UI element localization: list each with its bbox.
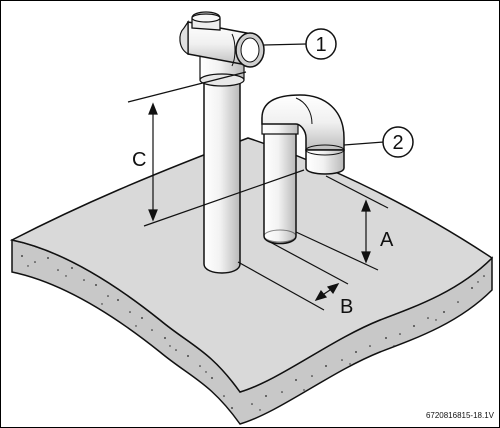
callout-1-label: 1 bbox=[315, 34, 326, 56]
callout-1-leader bbox=[263, 43, 307, 46]
floor-slab bbox=[9, 137, 494, 425]
dimension-b bbox=[237, 241, 349, 311]
dimension-a bbox=[295, 175, 389, 271]
dimension-c bbox=[127, 71, 305, 227]
dimension-b-label: B bbox=[340, 296, 353, 318]
slab-texture bbox=[21, 255, 485, 411]
callout-1: 1 bbox=[305, 28, 337, 60]
dimension-a-label: A bbox=[380, 229, 394, 251]
figure-code: 6720816815-18.1V bbox=[426, 411, 495, 420]
slab-top bbox=[9, 137, 494, 393]
pipe-1-tee bbox=[179, 11, 265, 274]
callout-2: 2 bbox=[382, 126, 414, 158]
dimension-c-label: C bbox=[132, 149, 146, 171]
callout-2-label: 2 bbox=[392, 132, 403, 154]
callout-2-leader bbox=[343, 141, 385, 146]
pipe-2-elbow bbox=[261, 94, 345, 245]
